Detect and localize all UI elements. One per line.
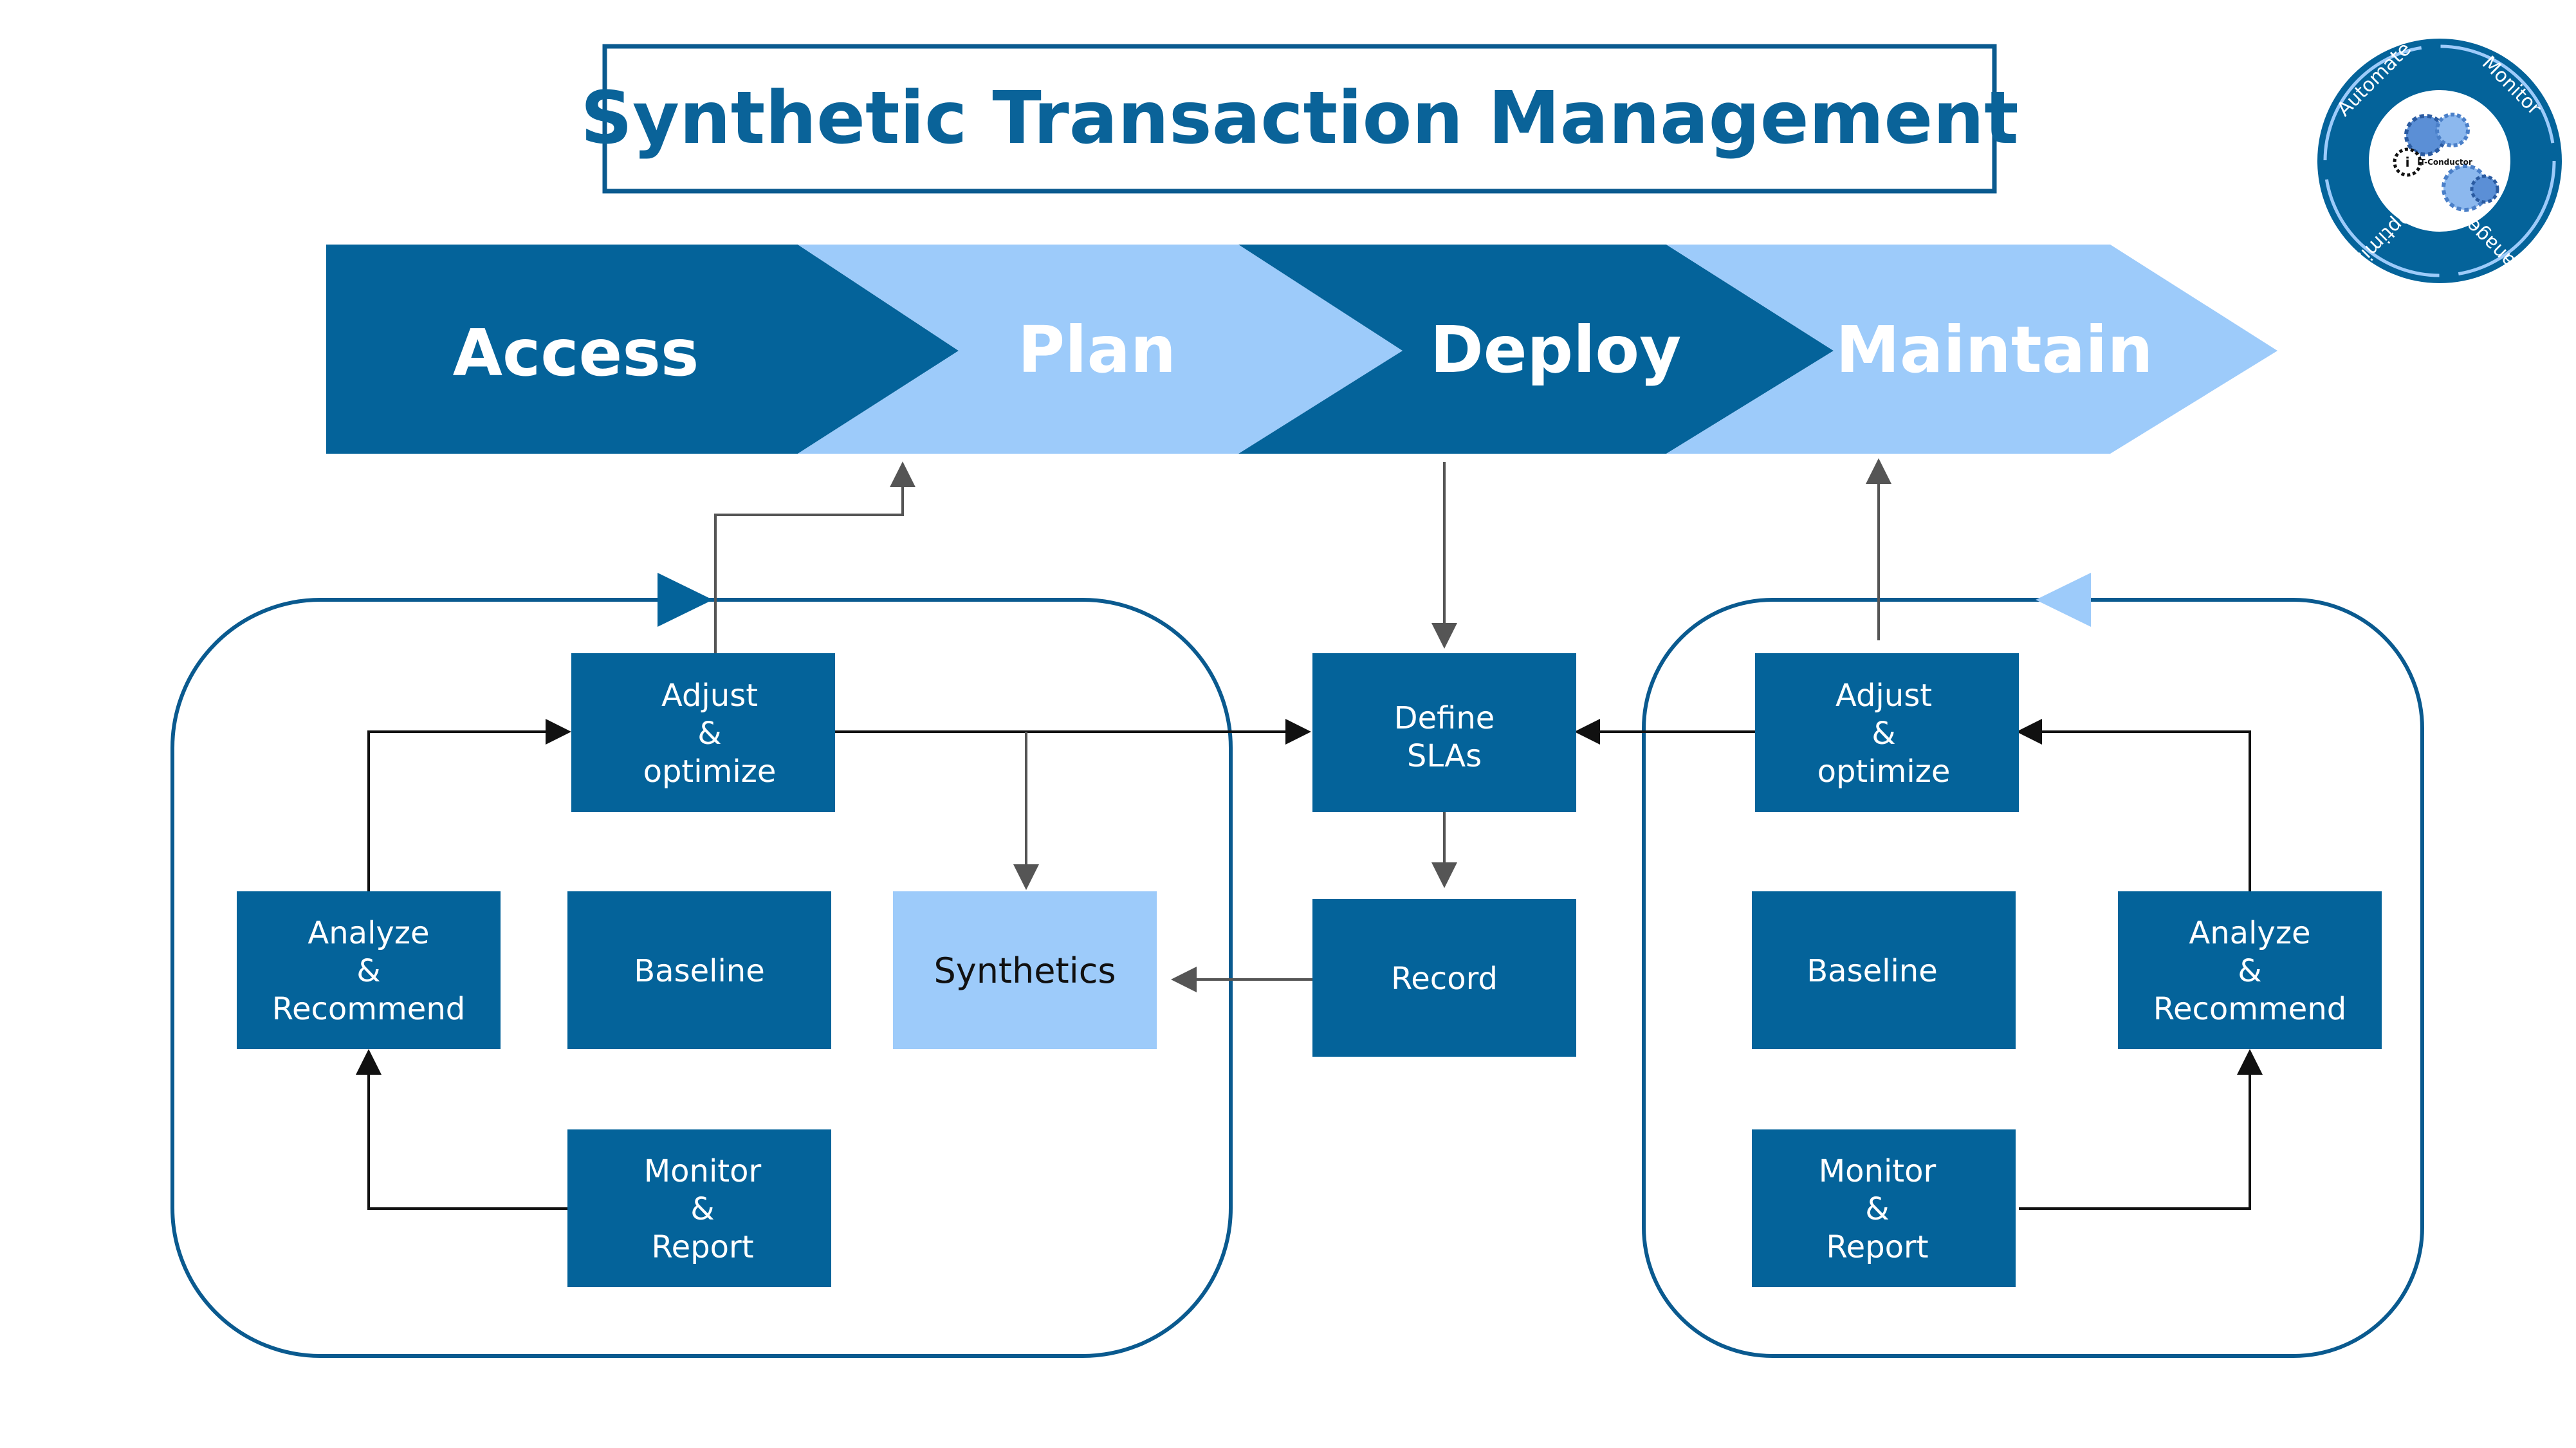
phase-plan-shape [798, 245, 1403, 454]
define-line-1: Define [1394, 700, 1495, 736]
left-adjust-box: Adjust & optimize [571, 653, 835, 812]
synthetics-box: Synthetics [893, 891, 1157, 1049]
phase-access: Access [453, 315, 699, 391]
right-monitor-line-3: Report [1826, 1229, 1928, 1265]
right-monitor-line-2: & [1865, 1191, 1889, 1227]
right-adjust-line-2: & [1872, 716, 1895, 752]
phase-banner: Access Plan Deploy Maintain [326, 245, 2277, 454]
record-box: Record [1312, 899, 1576, 1057]
define-slas-box: Define SLAs [1312, 653, 1576, 812]
page-title: Synthetic Transaction Management [580, 77, 2018, 160]
left-analyze-line-2: & [356, 953, 380, 989]
right-monitor-box: Monitor & Report [1752, 1129, 2016, 1287]
arrow-monitor-to-analyze [356, 1049, 567, 1210]
synthetics-label: Synthetics [934, 951, 1116, 991]
phase-access-shape [326, 245, 959, 454]
arrow-right-monitor-to-analyze [2019, 1049, 2263, 1210]
phase-maintain: Maintain [1835, 312, 2153, 387]
logo-brand: IT-Conductor [2417, 158, 2472, 167]
left-cycle-direction-arrow [658, 573, 713, 627]
arrow-analyze-to-adjust [367, 719, 571, 891]
title-frame [602, 44, 1997, 194]
left-baseline-label: Baseline [634, 953, 765, 989]
phase-maintain-shape [1666, 245, 2277, 454]
left-analyze-line-3: Recommend [272, 991, 465, 1027]
right-cycle-direction-arrow [2036, 573, 2091, 627]
right-adjust-line-3: optimize [1817, 754, 1951, 790]
right-adjust-line-1: Adjust [1835, 678, 1932, 714]
define-line-2: SLAs [1407, 738, 1482, 774]
right-monitor-line-1: Monitor [1819, 1153, 1937, 1189]
phase-plan: Plan [1018, 312, 1176, 387]
left-baseline-box: Baseline [567, 891, 831, 1049]
left-monitor-line-1: Monitor [644, 1153, 762, 1189]
left-analyze-line-1: Analyze [308, 915, 429, 951]
left-monitor-line-3: Report [651, 1229, 753, 1265]
left-monitor-line-2: & [690, 1191, 714, 1227]
right-baseline-label: Baseline [1807, 953, 1938, 989]
left-adjust-line-1: Adjust [661, 678, 758, 714]
gears-icon: i [2393, 113, 2499, 212]
right-analyze-line-2: & [2238, 953, 2261, 989]
right-analyze-box: Analyze & Recommend [2118, 891, 2382, 1049]
arrow-adjust-to-plan [714, 461, 915, 653]
connectors [356, 458, 2263, 1210]
left-monitor-box: Monitor & Report [567, 1129, 831, 1287]
right-baseline-box: Baseline [1752, 891, 2016, 1049]
phase-deploy: Deploy [1430, 312, 1682, 387]
left-analyze-box: Analyze & Recommend [237, 891, 501, 1049]
right-analyze-line-3: Recommend [2153, 991, 2346, 1027]
record-label: Record [1391, 961, 1498, 997]
left-adjust-line-3: optimize [643, 754, 777, 790]
svg-text:i: i [2406, 154, 2410, 170]
right-adjust-box: Adjust & optimize [1755, 653, 2019, 812]
phase-deploy-shape [1238, 245, 1834, 454]
right-analyze-line-1: Analyze [2189, 915, 2310, 951]
arrow-right-analyze-to-adjust [2016, 719, 2251, 891]
left-adjust-line-2: & [697, 716, 721, 752]
it-conductor-logo: i IT-Conductor Automate Monitor Manage O… [2317, 38, 2562, 284]
